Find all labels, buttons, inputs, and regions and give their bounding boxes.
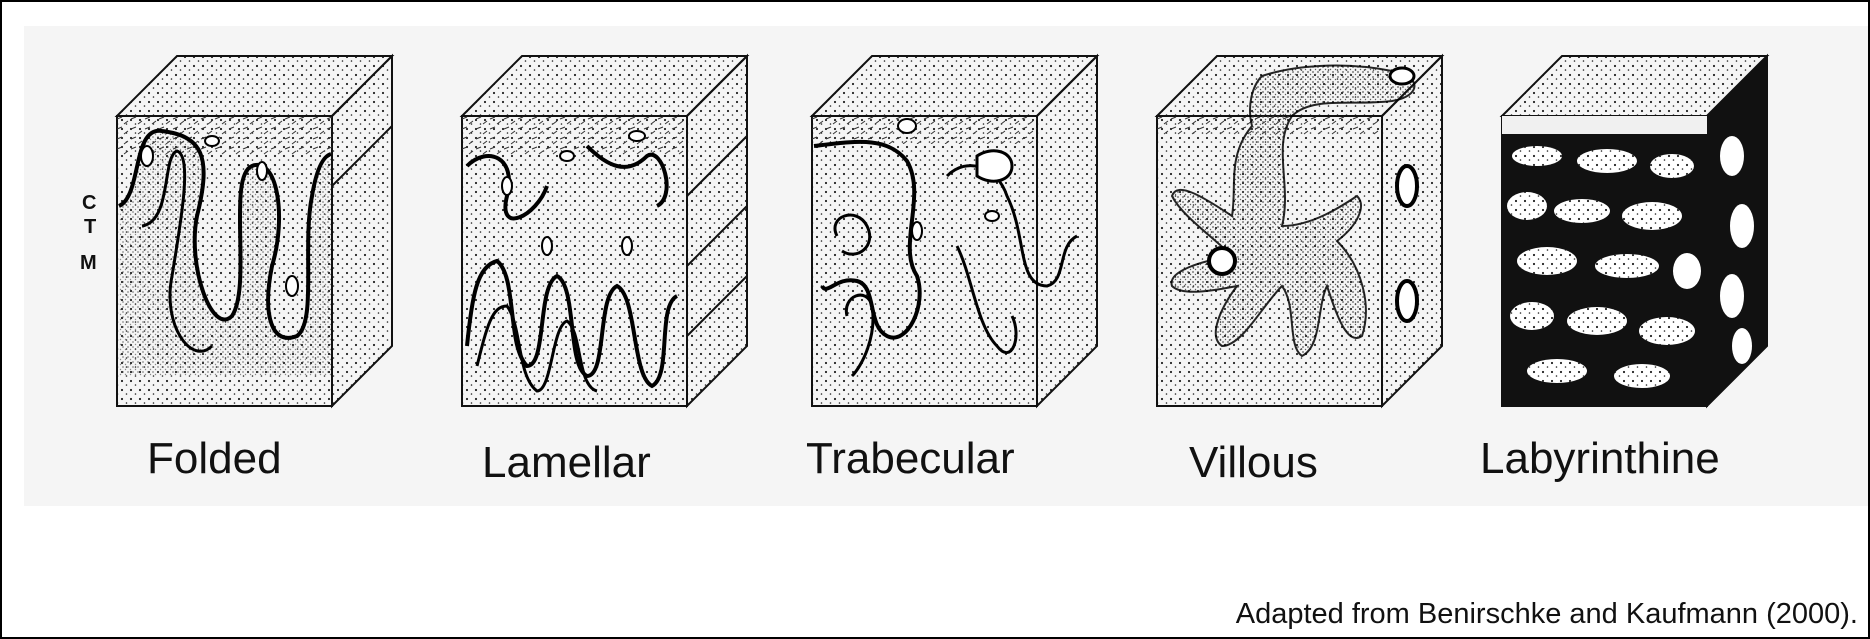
panel-label-villous: Villous	[1189, 438, 1318, 488]
panel-label-trabecular: Trabecular	[806, 434, 1015, 484]
panel-label-folded: Folded	[147, 434, 282, 484]
panel-label-labyrinthine: Labyrinthine	[1480, 434, 1720, 484]
layer-label-c: C	[82, 192, 96, 215]
layer-label-m: M	[80, 252, 97, 275]
villous-block-illustration	[1142, 46, 1452, 416]
layer-label-t: T	[84, 216, 96, 239]
trabecular-block-illustration	[797, 46, 1107, 416]
source-credit: Adapted from Benirschke and Kaufmann (20…	[1236, 598, 1858, 631]
labyrinthine-block-illustration	[1487, 46, 1777, 416]
lamellar-block-illustration	[447, 46, 757, 416]
panel-label-lamellar: Lamellar	[482, 438, 651, 488]
folded-block-illustration	[102, 46, 402, 416]
